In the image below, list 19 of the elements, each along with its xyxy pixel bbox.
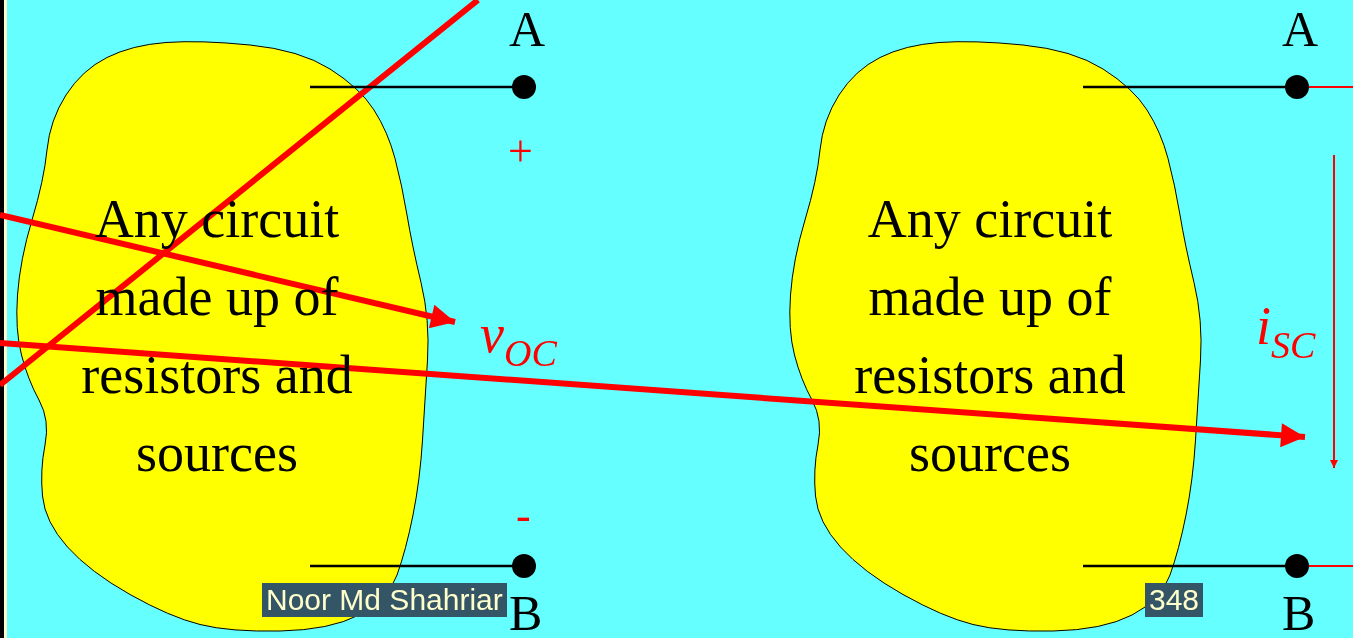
page-number: 348 <box>1145 583 1204 617</box>
terminal-dot <box>1285 75 1309 99</box>
terminal-label: B <box>509 588 543 638</box>
terminal-dot <box>512 554 536 578</box>
terminal-dot <box>512 75 536 99</box>
plus-sign: + <box>508 130 533 174</box>
terminal-wire <box>1083 85 1285 89</box>
annotation-arrow <box>0 212 456 329</box>
minus-sign: - <box>516 494 531 538</box>
footer-author: Noor Md Shahriar <box>262 583 507 617</box>
variable-label: v$_{OC}$ <box>480 304 557 383</box>
terminal-label: A <box>509 4 546 54</box>
terminal-wire <box>1083 564 1285 568</box>
variable-label: i$_{SC}$ <box>1256 296 1316 375</box>
terminal-wire <box>310 564 512 568</box>
terminal-label: B <box>1282 588 1316 638</box>
circuit-label: Any circuit made up of resistors and sources <box>853 188 1127 485</box>
terminal-label: A <box>1282 4 1319 54</box>
terminal-dot <box>1285 554 1309 578</box>
